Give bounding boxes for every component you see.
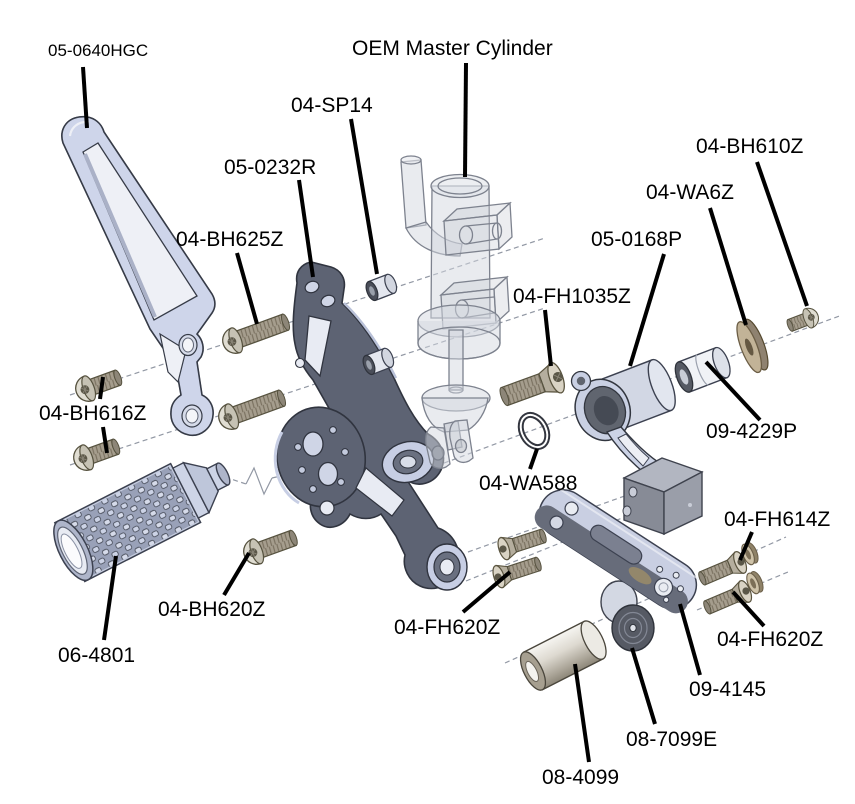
heel-guard-part: [61, 115, 216, 437]
spacer-sp14-2: [362, 347, 395, 376]
leader-lines: [81, 62, 809, 763]
part-label-04-fh1035z: 04-FH1035Z: [513, 285, 631, 308]
part-labels: 05-0640HGC OEM Master Cylinder 04-SP14 0…: [39, 37, 830, 789]
part-label-05-0640hgc: 05-0640HGC: [48, 41, 148, 60]
part-label-05-0168p: 05-0168P: [591, 228, 682, 251]
part-label-04-wa6z: 04-WA6Z: [646, 181, 734, 204]
part-label-04-bh616z: 04-BH616Z: [39, 402, 147, 425]
master-cylinder-part: [400, 155, 513, 469]
part-label-04-bh610z: 04-BH610Z: [696, 135, 804, 158]
brake-lever-arm-part: [570, 358, 704, 536]
footpeg-part: [53, 461, 231, 583]
bolt-bh616z-1: [72, 364, 125, 405]
part-label-04-wa588: 04-WA588: [479, 472, 577, 495]
part-label-05-0232r: 05-0232R: [224, 156, 316, 179]
bolt-bh620z-part: [240, 525, 301, 568]
part-label-09-4145: 09-4145: [689, 678, 766, 701]
spacer-08-4099-part: [519, 620, 607, 691]
bolt-fh620z-left-1: [495, 523, 550, 562]
washer-wa6z-part: [736, 318, 769, 374]
bolt-bh625z-2: [215, 385, 289, 433]
part-label-08-4099: 08-4099: [542, 766, 619, 789]
link-arm-part: [534, 485, 701, 614]
eccentric-part: [600, 580, 655, 652]
bolt-fh620z-right-2: [699, 578, 755, 620]
part-label-04-fh614z: 04-FH614Z: [724, 508, 830, 531]
part-label-04-fh620z-left: 04-FH620Z: [394, 616, 500, 639]
main-bracket-part: [273, 261, 468, 591]
part-label-oem-master-cylinder: OEM Master Cylinder: [352, 37, 553, 60]
part-label-06-4801: 06-4801: [58, 644, 135, 667]
oring-wa588-part: [517, 411, 551, 451]
part-label-08-7099e: 08-7099E: [626, 728, 717, 751]
part-label-04-sp14: 04-SP14: [291, 94, 373, 117]
part-label-04-bh625z: 04-BH625Z: [176, 228, 284, 251]
bolt-fh1035z-part: [495, 359, 569, 414]
part-label-09-4229p: 09-4229P: [706, 420, 797, 443]
part-label-04-fh620z-right: 04-FH620Z: [717, 628, 823, 651]
spacer-sp14-1: [365, 273, 398, 302]
bolt-bh616z-2: [70, 433, 123, 474]
spacer-09-4229p-part: [674, 346, 731, 393]
bolt-bh610z-part: [784, 305, 821, 335]
part-label-04-bh620z: 04-BH620Z: [158, 598, 266, 621]
